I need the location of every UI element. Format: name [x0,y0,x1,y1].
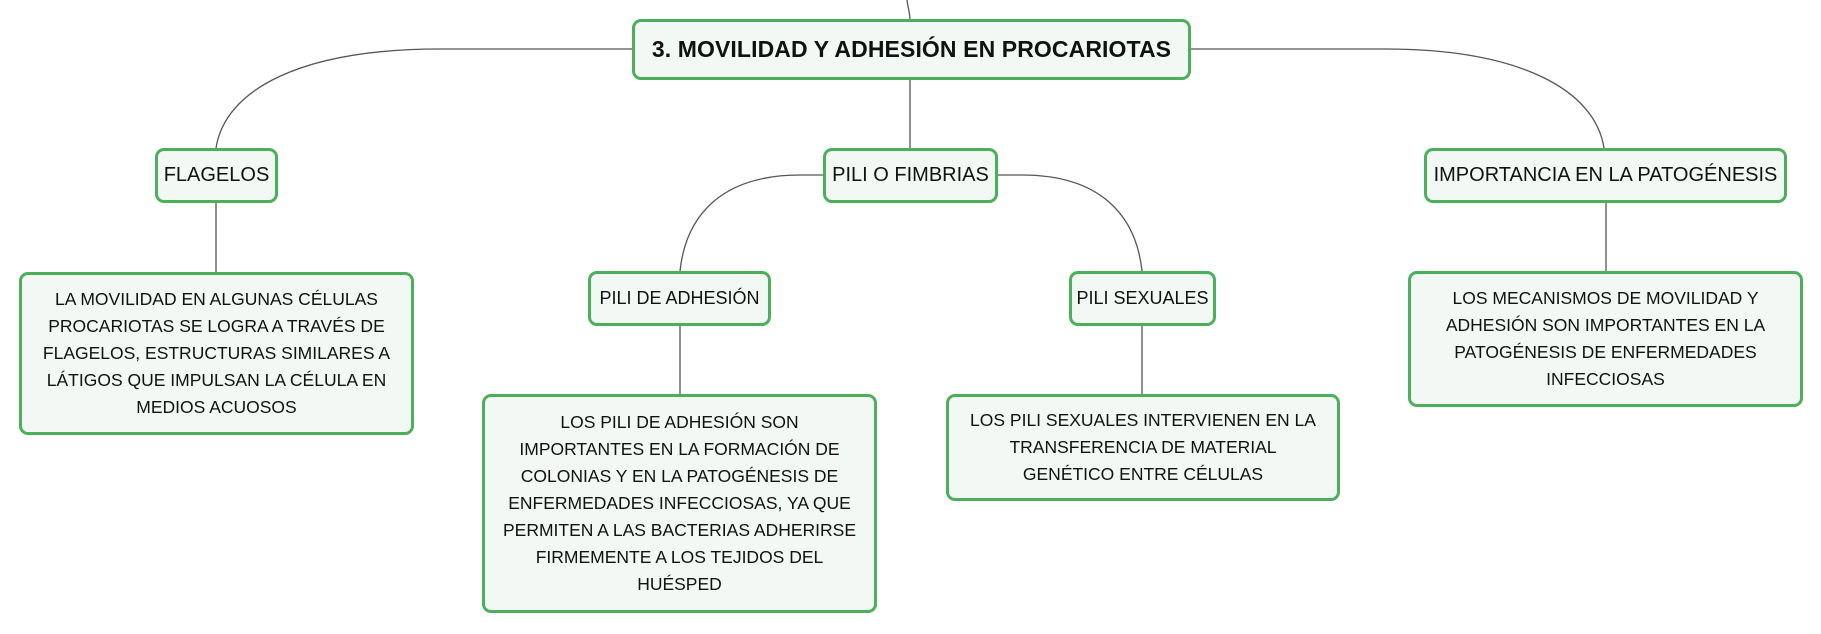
subtopic-pili-adhesion[interactable]: PILI DE ADHESIÓN [588,271,771,326]
topic-importancia-patogenesis[interactable]: IMPORTANCIA EN LA PATOGÉNESIS [1424,148,1787,203]
subtopic-sexuales-label: PILI SEXUALES [1076,288,1209,308]
connector-pili-sexuales [998,174,1143,272]
topic-importancia-label: IMPORTANCIA EN LA PATOGÉNESIS [1433,164,1778,186]
topic-flagelos[interactable]: FLAGELOS [155,148,278,203]
connector-root-importancia [1190,48,1605,149]
topic-pili-o-fimbrias[interactable]: PILI O FIMBRIAS [823,148,998,203]
detail-sexuales-text: LOS PILI SEXUALES INTERVIENEN EN LA TRAN… [970,410,1316,484]
connector-root-flagelos [215,48,632,149]
root-topic-label: 3. MOVILIDAD Y ADHESIÓN EN PROCARIOTAS [651,36,1172,62]
detail-pili-adhesion[interactable]: LOS PILI DE ADHESIÓN SON IMPORTANTES EN … [482,394,877,613]
connector-pili-adhesion [679,174,824,272]
detail-flagelos-text: LA MOVILIDAD EN ALGUNAS CÉLULAS PROCARIO… [42,289,391,417]
topic-flagelos-label: FLAGELOS [163,164,270,186]
detail-flagelos[interactable]: LA MOVILIDAD EN ALGUNAS CÉLULAS PROCARIO… [19,272,414,435]
connector-parent-root [906,0,911,20]
topic-pili-label: PILI O FIMBRIAS [832,164,989,186]
subtopic-adhesion-label: PILI DE ADHESIÓN [599,288,760,308]
root-topic[interactable]: 3. MOVILIDAD Y ADHESIÓN EN PROCARIOTAS [632,19,1191,80]
detail-importancia-text: LOS MECANISMOS DE MOVILIDAD Y ADHESIÓN S… [1445,288,1766,389]
detail-importancia[interactable]: LOS MECANISMOS DE MOVILIDAD Y ADHESIÓN S… [1408,271,1803,407]
detail-adhesion-text: LOS PILI DE ADHESIÓN SON IMPORTANTES EN … [502,412,857,594]
subtopic-pili-sexuales[interactable]: PILI SEXUALES [1069,271,1216,326]
detail-pili-sexuales[interactable]: LOS PILI SEXUALES INTERVIENEN EN LA TRAN… [946,394,1340,501]
